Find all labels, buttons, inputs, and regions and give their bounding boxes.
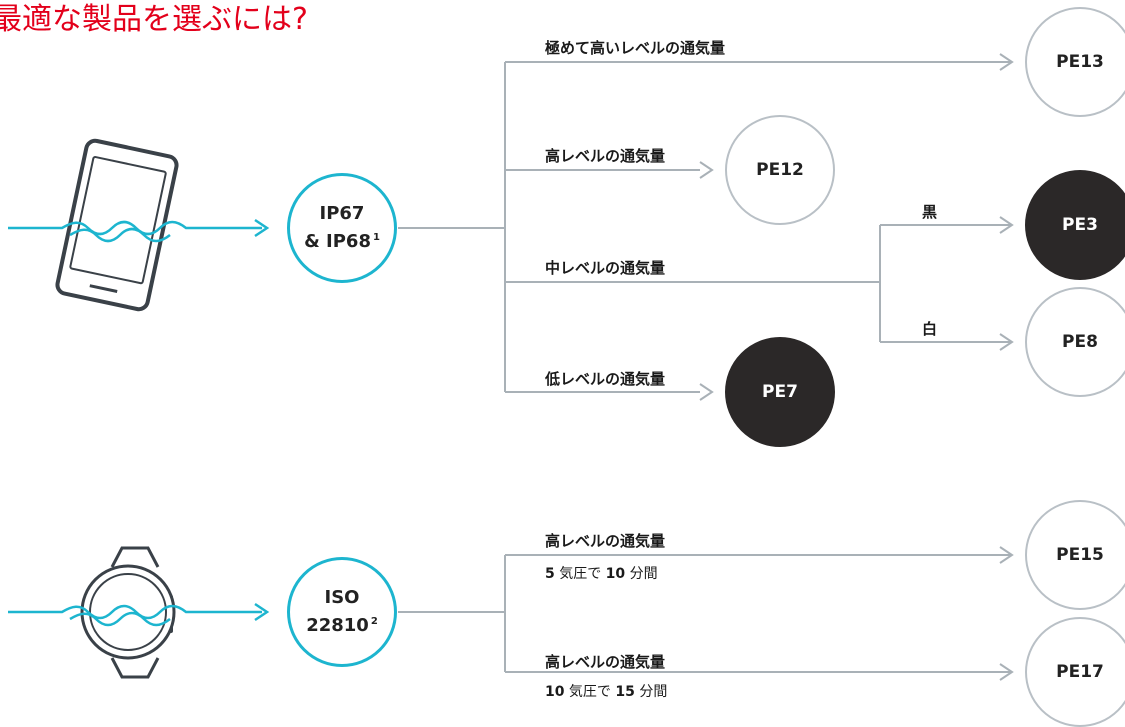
page-title: 最適な製品を選ぶには? (0, 2, 308, 37)
duration-text: 分間 (625, 566, 658, 582)
smartwatch-icon (80, 546, 176, 679)
product-node-pe13[interactable]: PE13 (1025, 7, 1125, 117)
branch-label-high-pe17: 高レベルの通気量 (545, 653, 666, 671)
pressure-value: 10 (545, 684, 565, 700)
standard-line1: IP67 (319, 203, 365, 224)
product-node-pe7[interactable]: PE7 (725, 337, 835, 447)
duration-value: 10 (605, 566, 626, 582)
product-node-pe12[interactable]: PE12 (725, 115, 835, 225)
branch-label-low: 低レベルの通気量 (545, 370, 666, 388)
water-wave-icon (8, 602, 270, 627)
footnote-marker: 2 (370, 616, 378, 627)
branch-label-high: 高レベルの通気量 (545, 147, 666, 165)
pressure-text: 気圧で (564, 684, 616, 700)
branch-label-medium: 中レベルの通気量 (545, 259, 666, 277)
water-wave-icon (8, 218, 270, 243)
footnote-marker: 1 (372, 232, 380, 243)
connector-lines-group-2 (398, 546, 1014, 681)
duration-text: 分間 (634, 684, 668, 700)
condition-pe15: 5 気圧で 10 分間 (545, 563, 658, 583)
branch-label-high-pe15: 高レベルの通気量 (545, 532, 666, 550)
branch-label-white: 白 (922, 320, 938, 338)
duration-value: 15 (615, 684, 635, 700)
condition-pe17: 10 気圧で 15 分間 (545, 681, 667, 701)
branch-label-very-high: 極めて高いレベルの通気量 (545, 39, 726, 57)
pressure-text: 気圧で (554, 566, 606, 582)
standard-line2: 22810 (306, 615, 369, 636)
standard-line1: ISO (324, 587, 360, 608)
standard-line2: & IP68 (304, 231, 371, 252)
connector-lines-group-1 (398, 53, 1014, 401)
branch-label-black: 黒 (922, 203, 938, 221)
product-node-pe3[interactable]: PE3 (1025, 170, 1125, 280)
product-node-pe15[interactable]: PE15 (1025, 500, 1125, 610)
product-node-pe8[interactable]: PE8 (1025, 287, 1125, 397)
pressure-value: 5 (545, 566, 555, 582)
product-node-pe17[interactable]: PE17 (1025, 617, 1125, 727)
